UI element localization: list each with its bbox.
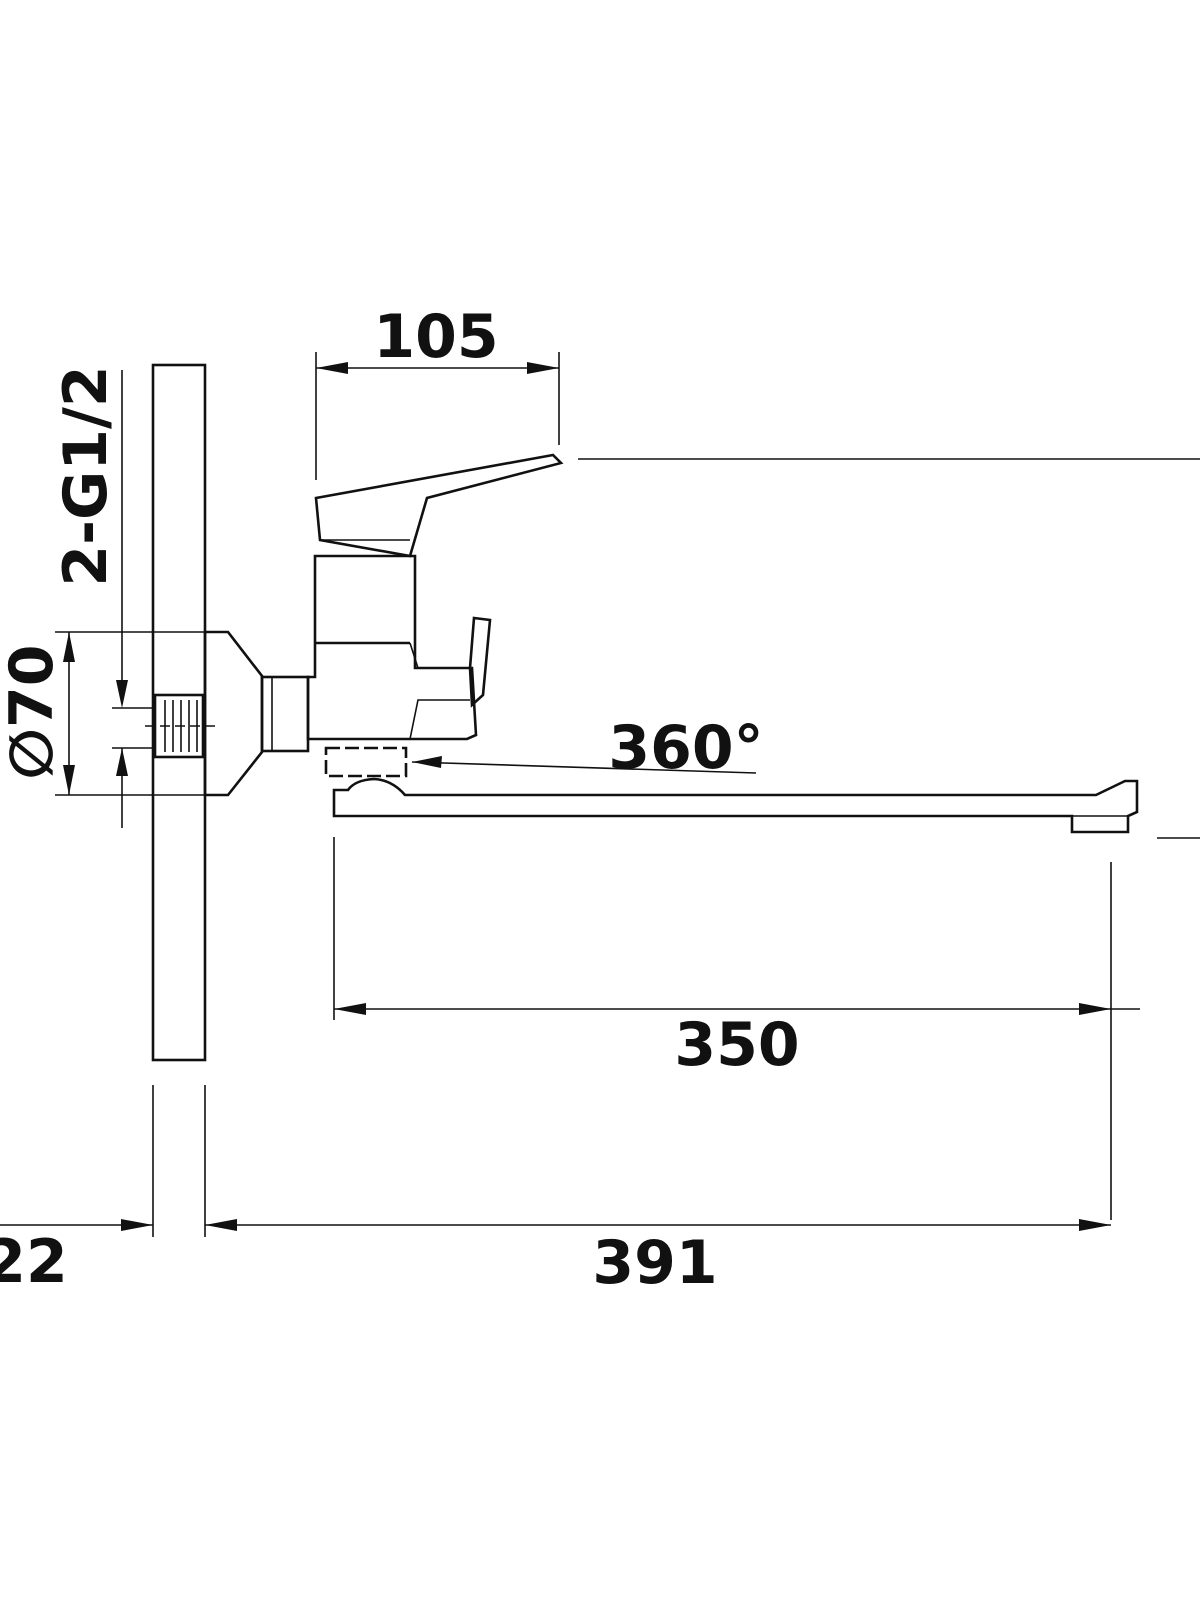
dim-handle-reach-label: 105 xyxy=(373,302,498,372)
dim-rotation-label: 360° xyxy=(608,713,763,783)
dim-wall-offset-label: 22 xyxy=(0,1227,68,1297)
dim-rotation: 360° xyxy=(411,713,764,783)
lever-handle xyxy=(314,453,564,558)
dim-handle-reach: 105 xyxy=(315,302,560,480)
dim-overall-length-label: 391 xyxy=(592,1228,717,1298)
dim-flange-diameter: ∅70 xyxy=(0,631,205,796)
dim-thread-spec-label: 2-G1/2 xyxy=(51,365,121,586)
diverter-knob xyxy=(468,616,492,708)
connector-nut xyxy=(260,675,310,753)
dim-wall-offset: 22 xyxy=(0,1085,154,1297)
wall-fitting xyxy=(145,693,215,759)
dim-overall-length: 391 xyxy=(204,1085,1111,1298)
swivel-spout xyxy=(324,746,1139,834)
dim-spout-length-label: 350 xyxy=(674,1010,799,1080)
dim-flange-diameter-label: ∅70 xyxy=(0,645,67,780)
escutcheon-flange xyxy=(203,630,264,797)
mixer-body xyxy=(306,554,478,741)
dim-spout-length: 350 xyxy=(333,837,1200,1220)
dim-thread-spec: 2-G1/2 xyxy=(51,365,153,828)
